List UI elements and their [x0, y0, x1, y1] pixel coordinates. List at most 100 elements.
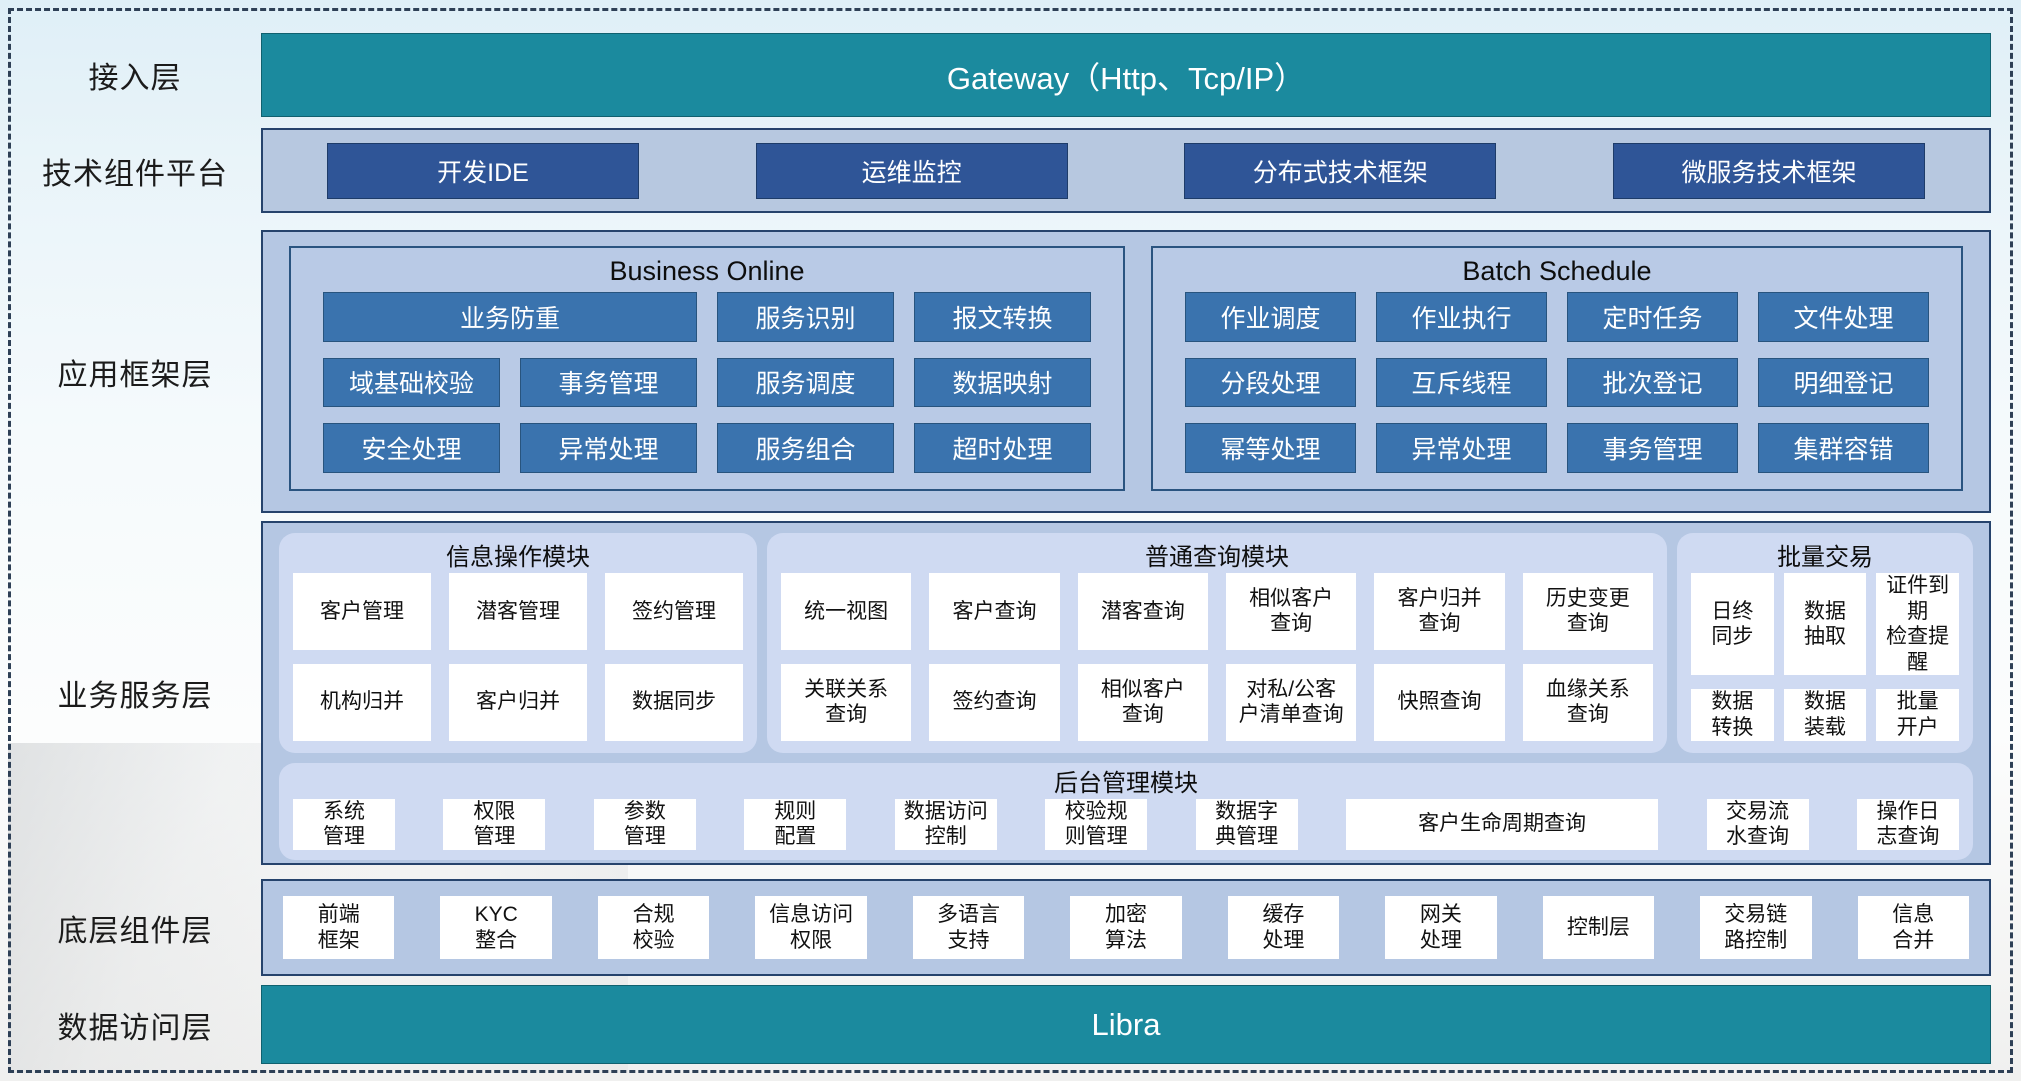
base-item: 控制层 [1542, 896, 1655, 959]
layer-label-data-access: 数据访问层 [57, 1011, 213, 1045]
base-item: 信息访问 权限 [755, 896, 867, 959]
service-item: 客户归并 [449, 663, 587, 741]
base-item: 信息 合并 [1857, 896, 1969, 959]
admin-module-title: 后台管理模块 [1054, 770, 1198, 798]
service-item: 关联关系 查询 [781, 663, 912, 741]
admin-item: 系统 管理 [293, 798, 395, 850]
fw-item: 作业调度 [1185, 292, 1356, 342]
general-query-module: 普通查询模块 统一视图 客户查询 潜客查询 相似客户 查询 客户归并 查询 历史… [767, 533, 1667, 753]
fw-item: 批次登记 [1567, 357, 1738, 408]
general-query-title: 普通查询模块 [1145, 543, 1289, 571]
fw-item: 异常处理 [1376, 423, 1547, 473]
admin-item-customer-lifecycle: 客户生命周期查询 [1346, 798, 1659, 850]
base-item: 多语言 支持 [912, 896, 1025, 959]
app-framework-container: Business Online 业务防重 服务识别 报文转换 域基础校验 事务管… [261, 230, 1991, 513]
layer-label-tech-platform: 技术组件平台 [42, 157, 228, 191]
fw-item: 安全处理 [323, 423, 500, 473]
base-item: 前端 框架 [283, 896, 395, 959]
fw-item: 集群容错 [1758, 423, 1929, 473]
fw-item: 报文转换 [914, 292, 1091, 342]
fw-item: 事务管理 [520, 357, 697, 408]
service-item: 潜客管理 [449, 573, 587, 650]
service-modules-row: 信息操作模块 客户管理 潜客管理 签约管理 机构归并 客户归并 数据同步 普通查… [279, 533, 1973, 753]
admin-item: 操作日 志查询 [1856, 798, 1959, 850]
batch-schedule-panel: Batch Schedule 作业调度 作业执行 定时任务 文件处理 分段处理 … [1151, 246, 1963, 491]
fw-item: 明细登记 [1758, 357, 1929, 408]
admin-module: 后台管理模块 系统 管理 权限 管理 参数 管理 规则 配置 数据访问 控制 校… [279, 762, 1973, 860]
service-item: 统一视图 [781, 573, 912, 650]
info-operation-title: 信息操作模块 [446, 543, 590, 571]
fw-item: 域基础校验 [323, 357, 500, 408]
fw-item: 互斥线程 [1376, 357, 1547, 408]
fw-item: 定时任务 [1567, 292, 1738, 342]
fw-item: 事务管理 [1567, 423, 1738, 473]
admin-module-row: 系统 管理 权限 管理 参数 管理 规则 配置 数据访问 控制 校验规 则管理 … [293, 798, 1959, 850]
service-item: 日终 同步 [1691, 573, 1774, 676]
base-components-container: 前端 框架 KYC 整合 合规 校验 信息访问 权限 多语言 支持 加密 算法 … [261, 879, 1991, 976]
base-item: 合规 校验 [597, 896, 710, 959]
service-item: 快照查询 [1374, 663, 1505, 741]
service-item: 机构归并 [293, 663, 431, 741]
info-operation-module: 信息操作模块 客户管理 潜客管理 签约管理 机构归并 客户归并 数据同步 [279, 533, 757, 753]
base-item: KYC 整合 [440, 896, 552, 959]
info-operation-grid: 客户管理 潜客管理 签约管理 机构归并 客户归并 数据同步 [293, 573, 743, 741]
service-item: 相似客户 查询 [1077, 663, 1208, 741]
service-item: 签约查询 [929, 663, 1060, 741]
data-access-bar: Libra [261, 985, 1991, 1064]
service-item: 对私/公客 户清单查询 [1225, 663, 1357, 741]
tech-item-dev-ide: 开发IDE [327, 142, 639, 199]
admin-item: 交易流 水查询 [1706, 798, 1809, 850]
admin-item: 数据访问 控制 [894, 798, 997, 850]
batch-trade-grid: 日终 同步 数据 抽取 证件到期 检查提醒 数据 转换 数据 装载 批量 开户 [1691, 573, 1959, 741]
tech-platform-container: 开发IDE 运维监控 分布式技术框架 微服务技术框架 [261, 128, 1991, 213]
batch-schedule-title: Batch Schedule [1462, 255, 1652, 286]
layer-label-access: 接入层 [88, 62, 182, 95]
service-item: 相似客户 查询 [1225, 573, 1357, 650]
service-item: 数据 装载 [1783, 689, 1867, 741]
base-item: 缓存 处理 [1227, 896, 1340, 959]
service-item: 数据 转换 [1691, 689, 1774, 741]
base-item: 加密 算法 [1070, 896, 1182, 959]
admin-item: 参数 管理 [593, 798, 696, 850]
general-query-grid: 统一视图 客户查询 潜客查询 相似客户 查询 客户归并 查询 历史变更 查询 关… [781, 573, 1653, 741]
tech-item-distributed-framework: 分布式技术框架 [1184, 142, 1497, 199]
fw-item: 作业执行 [1376, 292, 1547, 342]
tech-item-ops-monitor: 运维监控 [755, 142, 1068, 199]
service-item: 潜客查询 [1077, 573, 1208, 650]
base-item: 交易链 路控制 [1700, 896, 1812, 959]
service-item: 数据同步 [605, 663, 743, 741]
fw-item: 业务防重 [323, 292, 697, 342]
gateway-bar: Gateway（Http、Tcp/IP） [261, 33, 1991, 117]
gateway-title: Gateway（Http、Tcp/IP） [946, 60, 1306, 96]
service-item: 客户归并 查询 [1374, 573, 1505, 650]
fw-item: 服务识别 [717, 292, 894, 342]
fw-item: 超时处理 [914, 423, 1091, 473]
fw-item: 分段处理 [1185, 357, 1356, 408]
base-item: 网关 处理 [1385, 896, 1497, 959]
batch-trade-title: 批量交易 [1777, 543, 1873, 571]
fw-item: 异常处理 [520, 423, 697, 473]
service-item: 数据 抽取 [1783, 573, 1867, 676]
admin-item: 权限 管理 [443, 798, 546, 850]
admin-item: 校验规 则管理 [1045, 798, 1148, 850]
admin-item: 规则 配置 [744, 798, 847, 850]
data-access-title: Libra [1091, 1006, 1161, 1042]
layer-label-app-framework: 应用框架层 [57, 358, 213, 392]
tech-item-microservice-framework: 微服务技术框架 [1612, 142, 1925, 199]
service-item: 证件到期 检查提醒 [1876, 573, 1959, 676]
service-item: 血缘关系 查询 [1522, 663, 1653, 741]
layer-label-base-components: 底层组件层 [57, 914, 213, 948]
fw-item: 服务组合 [717, 423, 894, 473]
business-online-title: Business Online [609, 255, 805, 286]
service-item: 批量 开户 [1876, 689, 1959, 741]
fw-item: 数据映射 [914, 357, 1091, 408]
layer-label-business-service: 业务服务层 [57, 680, 213, 713]
batch-schedule-grid: 作业调度 作业执行 定时任务 文件处理 分段处理 互斥线程 批次登记 明细登记 … [1185, 292, 1929, 473]
business-service-container: 信息操作模块 客户管理 潜客管理 签约管理 机构归并 客户归并 数据同步 普通查… [261, 521, 1991, 865]
service-item: 客户查询 [929, 573, 1060, 650]
business-online-grid: 业务防重 服务识别 报文转换 域基础校验 事务管理 服务调度 数据映射 安全处理… [323, 292, 1091, 473]
service-item: 客户管理 [293, 573, 431, 650]
admin-item: 数据字 典管理 [1195, 798, 1298, 850]
fw-item: 幂等处理 [1185, 423, 1356, 473]
